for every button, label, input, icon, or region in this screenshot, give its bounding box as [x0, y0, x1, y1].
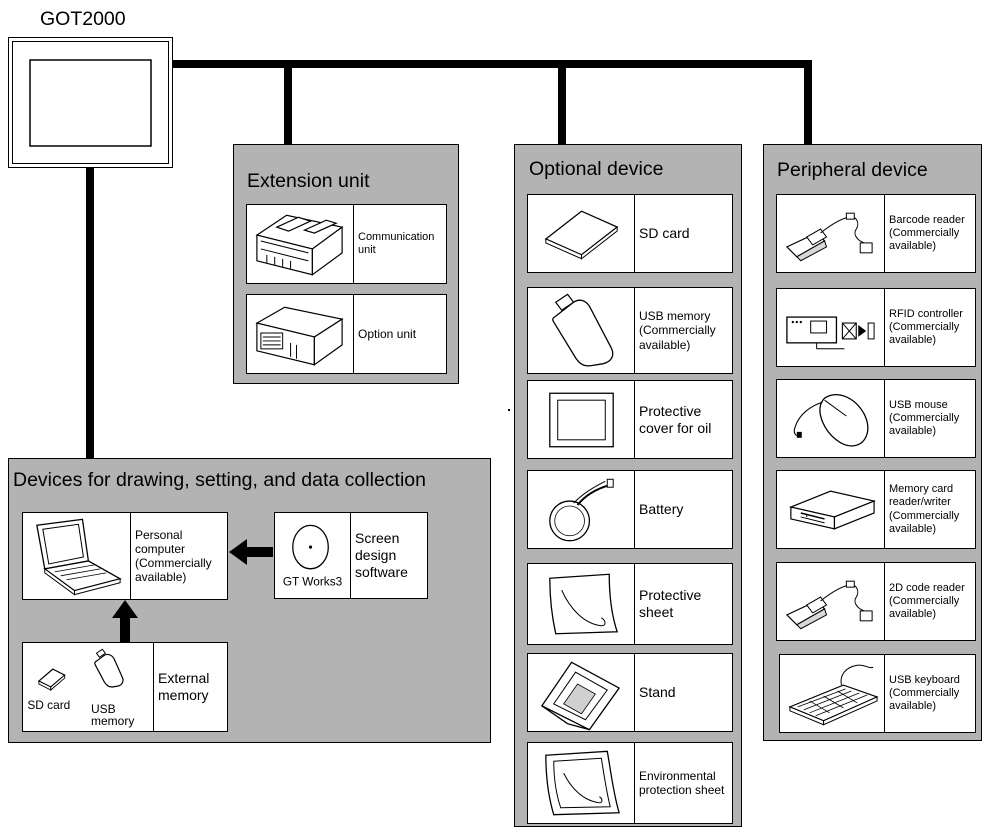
screen-design-software-label: Screen design software	[355, 530, 408, 580]
sd-card-caption: SD card	[27, 698, 70, 712]
usb-memory-small-icon	[94, 648, 124, 688]
peripheral-item-rfid-controller: RFID controller (Commercially available)	[776, 288, 976, 367]
protective-sheet-label: Protective sheet	[639, 587, 702, 620]
usb-mouse-label: USB mouse (Commercially available)	[889, 398, 960, 438]
bus-drop-optional	[558, 60, 566, 145]
bus-drop-drawing	[86, 168, 94, 458]
optional-item-protective-cover: Protective cover for oil	[527, 380, 733, 459]
peripheral-item-usb-mouse: USB mouse (Commercially available)	[776, 379, 976, 458]
got-title: GOT2000	[40, 8, 126, 30]
peripheral-panel: Peripheral device Barcode reader (Commer…	[763, 144, 982, 741]
drawing-item-personal-computer: Personal computer (Commercially availabl…	[22, 512, 228, 600]
optional-title: Optional device	[529, 158, 664, 180]
sd-card-icon	[544, 210, 619, 260]
arrow-up-icon	[112, 600, 138, 646]
peripheral-item-usb-keyboard: USB keyboard (Commercially available)	[779, 654, 976, 733]
bus-horizontal	[172, 60, 812, 68]
2d-code-reader-icon	[785, 580, 873, 630]
drawing-item-external-memory: SD card USB memory External memory	[22, 642, 228, 732]
peripheral-title: Peripheral device	[777, 159, 928, 181]
drawing-panel: Devices for drawing, setting, and data c…	[8, 458, 491, 743]
optional-item-protective-sheet: Protective sheet	[527, 563, 733, 645]
extension-item-option-unit: Option unit	[246, 294, 447, 374]
rfid-controller-label: RFID controller (Commercially available)	[889, 307, 963, 347]
rfid-controller-icon	[786, 316, 875, 350]
communication-unit-icon	[255, 214, 344, 276]
communication-unit-label: Communication unit	[358, 230, 435, 256]
barcode-reader-icon	[785, 212, 873, 262]
optional-item-stand: Stand	[527, 653, 733, 732]
stray-dot	[508, 409, 510, 411]
2d-code-reader-label: 2D code reader (Commercially available)	[889, 581, 965, 621]
usb-memory-icon	[552, 293, 614, 367]
card-reader-icon	[788, 490, 877, 530]
battery-icon	[549, 478, 614, 542]
bus-drop-extension	[284, 60, 292, 145]
extension-item-communication-unit: Communication unit	[246, 204, 447, 284]
optional-item-sd-card: SD card	[527, 194, 733, 273]
got-display-icon	[8, 37, 173, 168]
protective-cover-icon	[549, 392, 614, 448]
drawing-title: Devices for drawing, setting, and data c…	[13, 469, 426, 491]
peripheral-item-2d-code-reader: 2D code reader (Commercially available)	[776, 562, 976, 641]
card-reader-label: Memory card reader/writer (Commercially …	[889, 483, 960, 535]
usb-keyboard-icon	[788, 664, 879, 726]
sd-card-label: SD card	[639, 225, 690, 242]
external-memory-label: External memory	[158, 670, 210, 703]
peripheral-item-card-reader: Memory card reader/writer (Commercially …	[776, 470, 976, 549]
protective-sheet-icon	[549, 573, 619, 635]
usb-memory-label: USB memory (Commercially available)	[639, 309, 716, 352]
battery-label: Battery	[639, 501, 684, 518]
usb-mouse-icon	[793, 394, 869, 447]
optional-panel: Optional device SD card USB memory (Comm…	[514, 144, 742, 827]
cd-icon: GT Works3	[283, 524, 343, 589]
external-memory-icon: SD card	[27, 648, 124, 712]
barcode-reader-label: Barcode reader (Commercially available)	[889, 213, 965, 253]
laptop-icon	[36, 518, 122, 596]
stand-label: Stand	[639, 684, 676, 701]
protective-cover-label: Protective cover for oil	[639, 402, 712, 436]
extension-title: Extension unit	[247, 170, 370, 192]
optional-item-usb-memory: USB memory (Commercially available)	[527, 287, 733, 374]
extension-panel: Extension unit	[233, 144, 459, 384]
peripheral-item-barcode-reader: Barcode reader (Commercially available)	[776, 194, 976, 273]
environmental-sheet-label: Environmental protection sheet	[639, 768, 725, 797]
arrow-left-icon	[229, 539, 273, 565]
usb-keyboard-label: USB keyboard (Commercially available)	[889, 673, 960, 713]
environmental-sheet-icon	[545, 750, 620, 816]
got-unit	[8, 37, 173, 168]
personal-computer-label: Personal computer (Commercially availabl…	[135, 527, 212, 585]
optional-item-environmental-sheet: Environmental protection sheet	[527, 742, 733, 824]
option-unit-label: Option unit	[358, 326, 417, 341]
bus-drop-peripheral	[804, 60, 812, 145]
option-unit-icon	[255, 306, 344, 366]
optional-item-battery: Battery	[527, 470, 733, 549]
sd-card-small-icon	[37, 668, 66, 691]
gt-works3-caption: GT Works3	[283, 575, 343, 589]
stand-icon	[540, 661, 621, 731]
drawing-item-screen-design-software: GT Works3 Screen design software	[274, 512, 428, 599]
usb-memory-caption: USB memory	[91, 702, 135, 728]
